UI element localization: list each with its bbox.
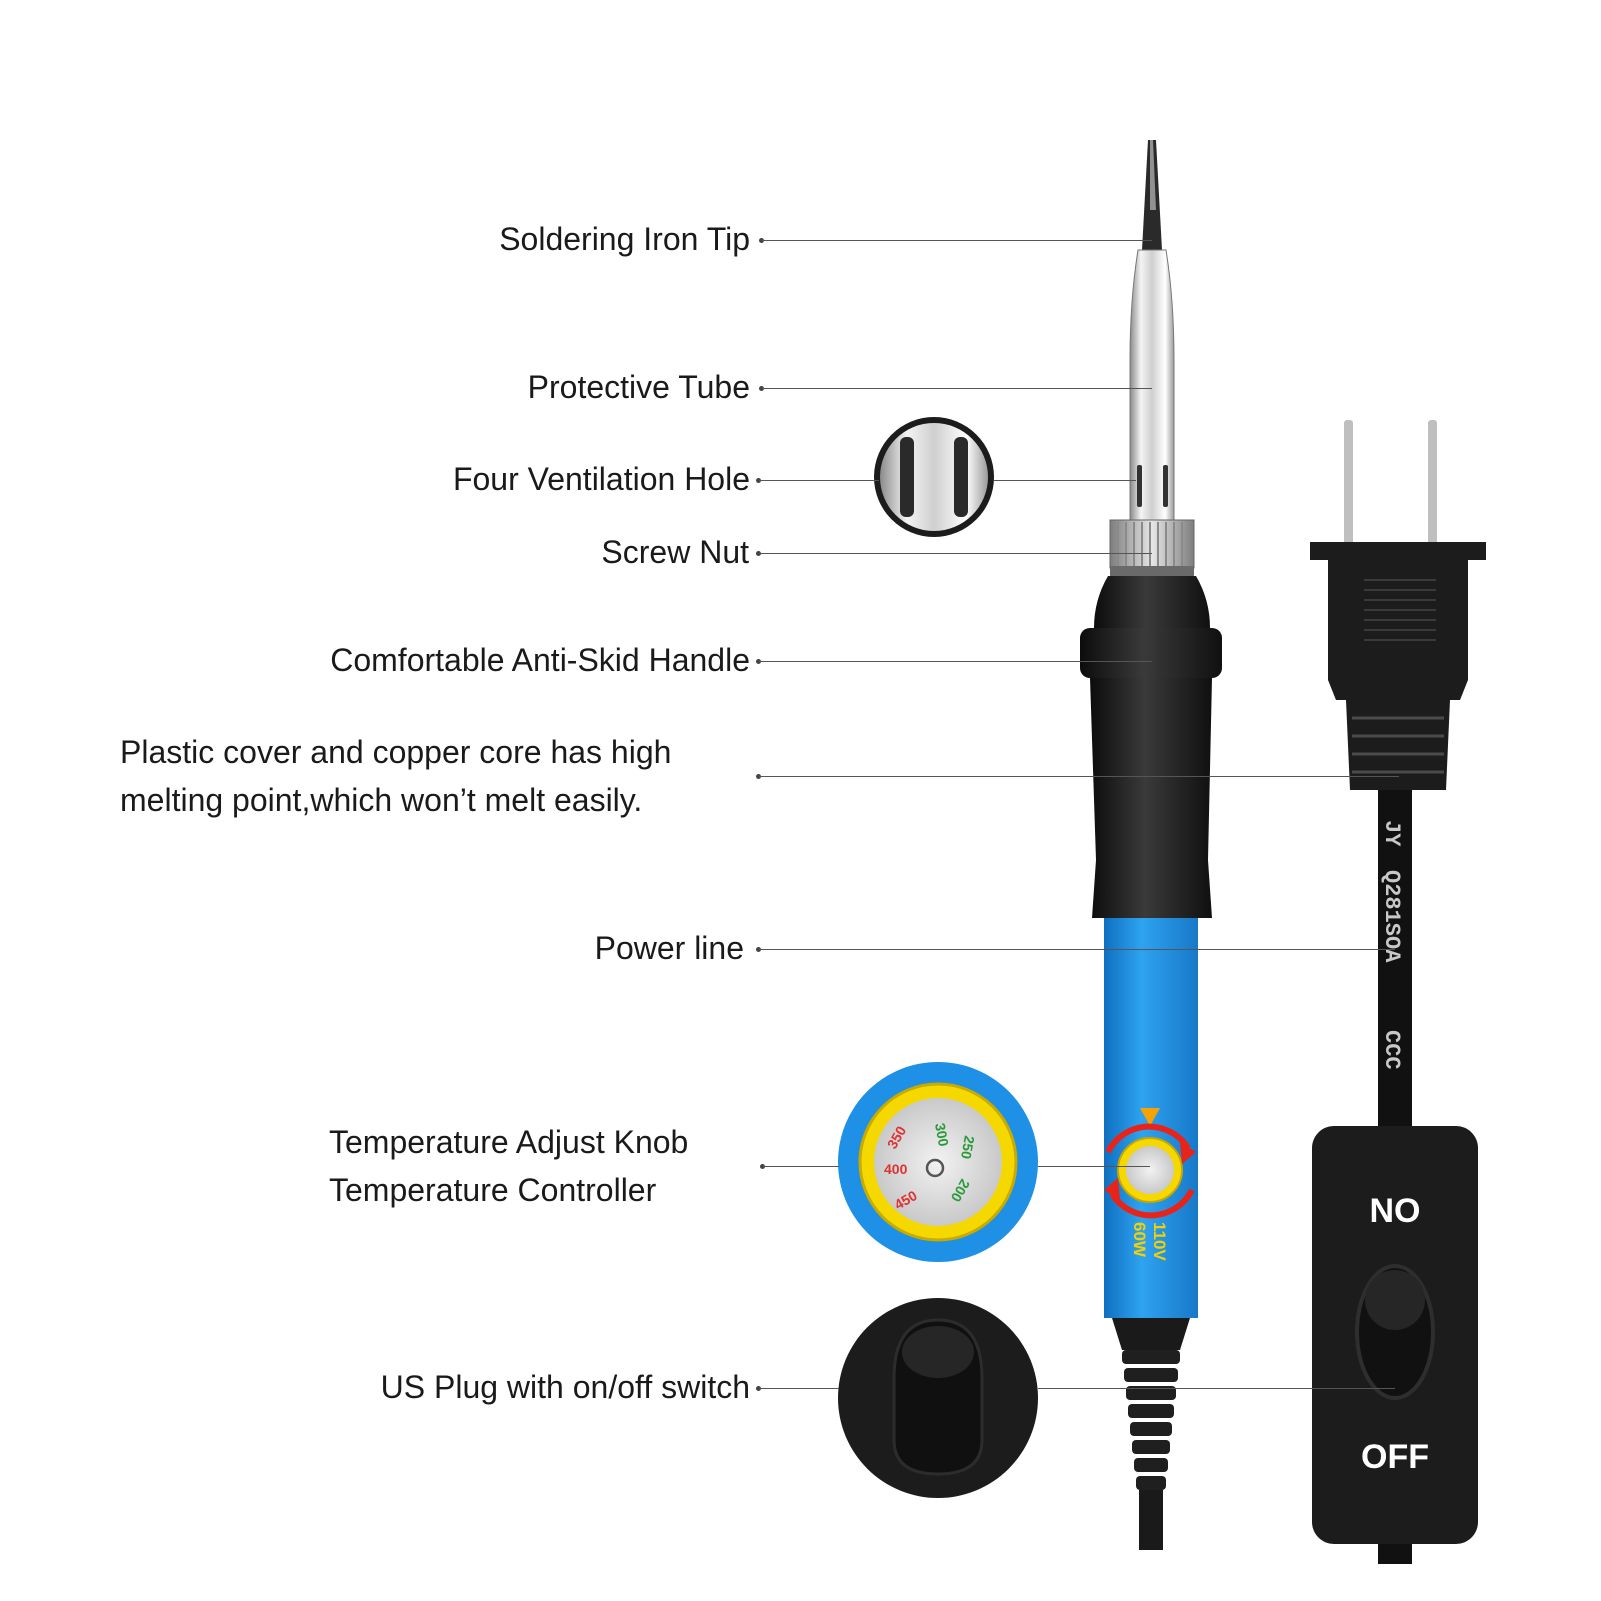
switch-off-label: OFF <box>1361 1438 1429 1476</box>
rotate-arrowhead <box>1180 1142 1196 1164</box>
leader-line-handle <box>759 661 1152 662</box>
anti-skid-handle <box>1090 678 1212 918</box>
screw-nut-base <box>1110 566 1194 576</box>
leader-dot <box>756 659 761 664</box>
leader-line-vent-a <box>759 480 879 481</box>
screw-nut-knurl <box>1117 522 1183 566</box>
iron-cable <box>1139 1490 1163 1550</box>
leader-line-tube <box>762 388 1152 389</box>
leader-dot <box>760 1164 765 1169</box>
rating-voltage: 110V <box>1150 1222 1169 1261</box>
leader-dot <box>759 238 764 243</box>
power-cable <box>1378 790 1412 1130</box>
cable-brand: JY <box>1379 820 1404 847</box>
leader-dot <box>756 774 761 779</box>
leader-dot <box>756 947 761 952</box>
label-temperature-knob: Temperature Adjust Knob <box>329 1124 689 1160</box>
rocker-switch-zoom-icon <box>838 1298 1038 1498</box>
label-ventilation-hole: Four Ventilation Hole <box>452 461 750 497</box>
dial-mark: 250 <box>958 1134 978 1160</box>
label-screw-nut: Screw Nut <box>601 534 749 570</box>
leader-line-vent-b <box>994 480 1136 481</box>
label-power-line: Power line <box>594 930 744 966</box>
leader-line-power <box>759 949 1395 950</box>
handle-ring <box>1080 628 1222 678</box>
rating-power: 60W <box>1130 1222 1149 1258</box>
iron-tip-highlight <box>1150 140 1156 210</box>
switch-on-label: NO <box>1370 1192 1421 1230</box>
label-temperature-controller: Temperature Controller <box>329 1172 657 1208</box>
vent-hole <box>1137 465 1142 507</box>
leader-dot <box>756 551 761 556</box>
leader-dot <box>756 478 761 483</box>
switch-cable <box>1378 1544 1412 1564</box>
rating-print: 110V 60W <box>1130 1222 1169 1261</box>
temperature-knob-zoom-icon: 350 300 250 400 200 450 <box>838 1062 1038 1262</box>
label-handle: Comfortable Anti-Skid Handle <box>330 642 750 678</box>
cable-model: Q281SOA <box>1379 870 1404 963</box>
handle-collar <box>1094 576 1210 628</box>
dial-mark: 400 <box>884 1161 908 1177</box>
label-plastic-cover-line2: melting point,which won’t melt easily. <box>120 782 643 818</box>
leader-dot <box>759 386 764 391</box>
cable-cert: CCC <box>1379 1030 1404 1070</box>
label-plastic-cover-line1: Plastic cover and copper core has high <box>120 734 672 770</box>
strain-relief-top <box>1112 1318 1190 1350</box>
leader-line-knob-a <box>763 1166 839 1167</box>
leader-line-nut <box>759 553 1152 554</box>
rotate-arrow-bottom <box>1109 1188 1195 1219</box>
leader-dot <box>756 1386 761 1391</box>
us-plug-icon <box>1310 420 1486 790</box>
rocker-switch-highlight <box>1365 1270 1425 1330</box>
leader-line-knob-b <box>1038 1166 1150 1167</box>
rotate-arrowhead <box>1104 1178 1120 1200</box>
dial-mark: 300 <box>932 1122 952 1148</box>
cable-print: JY Q281SOA CCC <box>1379 820 1404 1070</box>
label-us-plug: US Plug with on/off switch <box>380 1369 750 1405</box>
leader-line-tip <box>762 240 1152 241</box>
leader-line-plug-a <box>759 1388 839 1389</box>
screw-nut <box>1109 519 1195 569</box>
strain-relief <box>1122 1350 1180 1490</box>
vent-hole <box>1163 465 1168 507</box>
leader-line-plastic <box>759 776 1399 777</box>
leader-line-plug-b <box>1038 1388 1395 1389</box>
ventilation-hole-zoom-icon <box>874 417 994 537</box>
label-protective-tube: Protective Tube <box>527 369 750 405</box>
knob-pointer <box>1140 1108 1160 1126</box>
label-soldering-iron-tip: Soldering Iron Tip <box>499 221 750 257</box>
rotate-arrow-top <box>1105 1123 1191 1154</box>
temperature-knob-face <box>1126 1146 1174 1194</box>
